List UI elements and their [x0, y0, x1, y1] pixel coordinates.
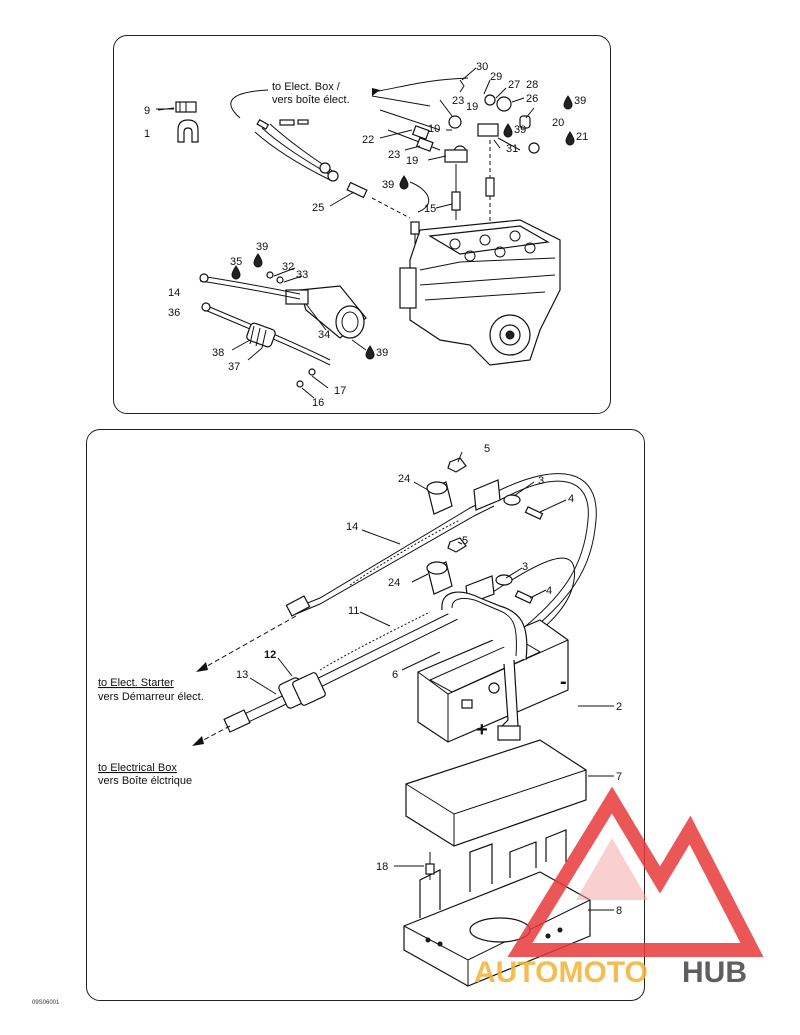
- connector-part-9: [156, 101, 197, 113]
- callout: 38: [212, 347, 224, 359]
- callout: 1: [144, 128, 150, 140]
- hardware-fasteners: [447, 457, 544, 604]
- top-leader-lines: [157, 67, 535, 399]
- callout: 19: [466, 101, 478, 113]
- starter-motor: [199, 271, 367, 388]
- label-elbox-fr: vers Boîte élctrique: [98, 775, 192, 787]
- callout: 18: [376, 861, 388, 873]
- positive-cable: [285, 473, 597, 641]
- callout: 30: [476, 61, 488, 73]
- callout: 14: [168, 287, 180, 299]
- callout: 36: [168, 307, 180, 319]
- callout: 37: [228, 361, 240, 373]
- callout: 2: [616, 701, 622, 713]
- callout: 12: [264, 649, 276, 661]
- callout: 25: [312, 202, 324, 214]
- callout: 26: [526, 93, 538, 105]
- callout: 28: [526, 79, 538, 91]
- positive-terminal-sign: +: [476, 719, 488, 741]
- callout: 11: [348, 605, 359, 617]
- bottom-leader-lines: [249, 451, 614, 911]
- callout: 34: [318, 329, 330, 341]
- callout: 8: [616, 905, 622, 917]
- label-starter-fr: vers Démarreur élect.: [98, 691, 204, 703]
- callout: 19: [406, 155, 418, 167]
- label-elbox-en: to Electrical Box: [98, 762, 177, 774]
- callout: 5: [462, 535, 468, 547]
- callout: 24: [388, 577, 400, 589]
- callout: 4: [546, 585, 552, 597]
- callout: 20: [552, 117, 564, 129]
- callout: 23: [388, 149, 400, 161]
- callout: 15: [424, 203, 436, 215]
- watermark-text-b: HUB: [682, 956, 747, 989]
- callout: 39: [256, 241, 268, 253]
- ignition-leads: [379, 109, 521, 230]
- label-starter-en: to Elect. Starter: [98, 677, 174, 689]
- callout: 29: [490, 71, 502, 83]
- figure-code: 09S06001: [32, 1000, 60, 1006]
- callout: 39: [376, 347, 388, 359]
- callout: 27: [508, 79, 520, 91]
- battery-pad: [405, 739, 587, 847]
- callout: 35: [230, 256, 242, 268]
- callout: 14: [346, 521, 358, 533]
- watermark-text-a: AUTOMOTO: [474, 956, 648, 989]
- callout: 16: [312, 397, 324, 409]
- callout: 22: [362, 134, 374, 146]
- callout: 10: [428, 123, 440, 135]
- automotohub-logo: AUTOMOTO HUB: [474, 786, 764, 989]
- label-elect-box-en: to Elect. Box /: [272, 81, 341, 93]
- clip-part-1: [177, 119, 199, 143]
- callout: 7: [616, 771, 622, 783]
- engine-block: [399, 219, 561, 366]
- callout: 9: [144, 105, 150, 117]
- leader-elect-box: [230, 89, 269, 119]
- callout: 39: [382, 179, 394, 191]
- wire-harness: [254, 118, 411, 219]
- callout: 32: [282, 261, 294, 273]
- label-elect-box-fr: vers boîte élect.: [272, 94, 350, 106]
- small-parts-27-28: [459, 79, 540, 154]
- callout: 6: [392, 669, 398, 681]
- lubricant-drop-icons: [231, 95, 575, 360]
- terminal-cap-lower: [426, 561, 453, 595]
- callout: 4: [568, 493, 574, 505]
- callout: 33: [296, 269, 308, 281]
- callout: 17: [334, 385, 346, 397]
- callout: 3: [522, 561, 528, 573]
- callout: 23: [452, 95, 464, 107]
- callout: 5: [484, 443, 490, 455]
- callout: 3: [538, 475, 544, 487]
- callout: 21: [576, 131, 588, 143]
- callout: 13: [236, 669, 248, 681]
- callout: 24: [398, 473, 410, 485]
- callout: 39: [574, 95, 586, 107]
- negative-terminal-sign: -: [560, 671, 567, 693]
- callout: 31: [506, 143, 518, 155]
- callout: 39: [514, 124, 526, 136]
- battery: [417, 591, 569, 743]
- terminal-cap-upper: [426, 481, 453, 515]
